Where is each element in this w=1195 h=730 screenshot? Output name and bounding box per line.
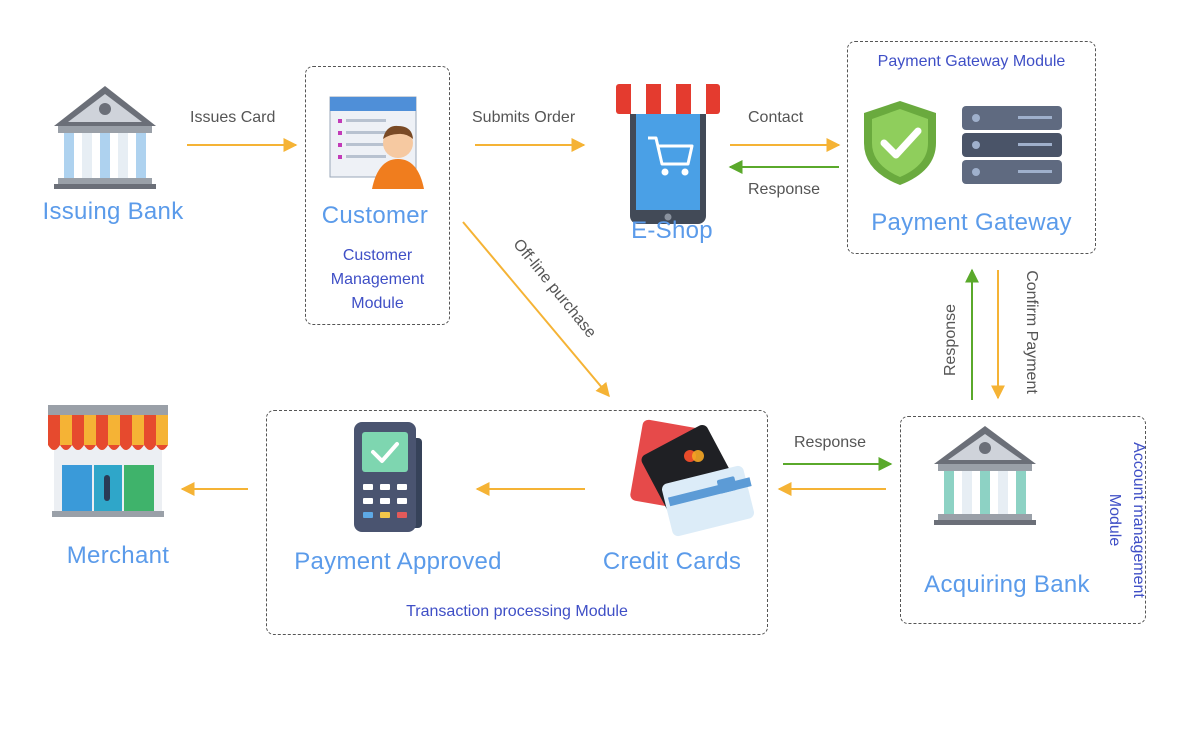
customer-label: Customer — [321, 202, 429, 229]
payment-approved-label: Payment Approved — [294, 548, 502, 575]
customer-module-line1: Customer — [342, 247, 413, 264]
response-vertical-label: Response — [942, 303, 959, 377]
account-module-line1: Account management — [1130, 442, 1147, 598]
eshop-label: E-Shop — [631, 217, 713, 244]
credit-cards-label: Credit Cards — [602, 548, 742, 575]
shield-check-icon — [864, 101, 936, 185]
payment-gateway-module-box — [847, 41, 1096, 254]
payment-gateway-module-label: Payment Gateway Module — [877, 53, 1066, 70]
response-bank-label: Response — [794, 434, 867, 451]
bank-icon — [54, 86, 156, 189]
eshop-tablet-icon — [616, 84, 720, 224]
contact-label: Contact — [748, 109, 804, 126]
storefront-icon — [48, 405, 168, 517]
customer-module-label: Customer Management Module — [305, 244, 450, 316]
customer-module-line2: Management — [330, 271, 425, 288]
payment-gateway-label: Payment Gateway — [871, 209, 1072, 236]
bank-icon — [934, 426, 1036, 525]
account-module-line2: Module — [1106, 493, 1123, 547]
merchant-label: Merchant — [66, 542, 170, 569]
pos-terminal-icon — [354, 422, 422, 532]
credit-cards-icon — [630, 419, 755, 537]
arrow-offline-purchase — [462, 221, 610, 398]
customer-module-box — [305, 66, 450, 325]
account-module-box — [900, 416, 1146, 624]
transaction-module-box — [266, 410, 768, 635]
customer-card-icon — [329, 96, 424, 189]
confirm-payment-label: Confirm Payment — [1023, 270, 1040, 394]
submits-order-label: Submits Order — [472, 109, 576, 126]
customer-module-line3: Module — [351, 295, 404, 312]
account-module-label: Account management Module — [1102, 420, 1150, 620]
issues-card-label: Issues Card — [190, 109, 276, 126]
server-icon — [962, 106, 1062, 184]
response-gateway-label: Response — [748, 181, 821, 198]
acquiring-bank-label: Acquiring Bank — [924, 571, 1090, 598]
issuing-bank-label: Issuing Bank — [42, 198, 184, 225]
transaction-module-label: Transaction processing Module — [406, 603, 628, 620]
